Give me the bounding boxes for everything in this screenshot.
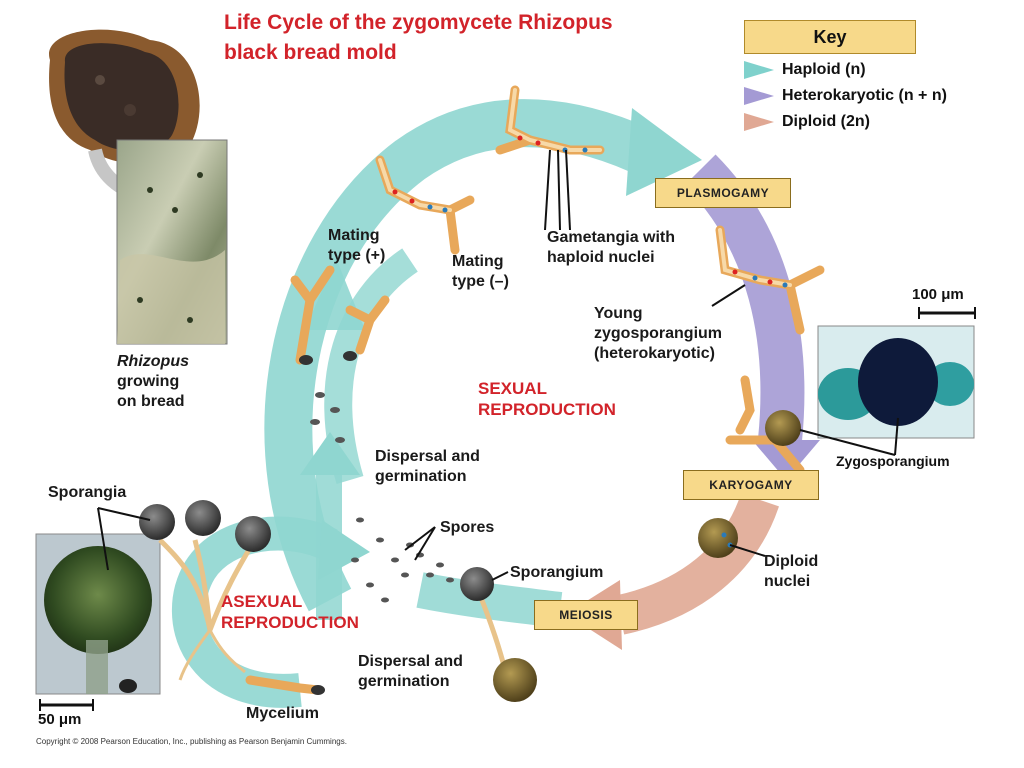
dispersal-top-2: germination	[375, 468, 467, 485]
plasmogamy-box: PLASMOGAMY	[655, 178, 791, 208]
key-label-haploid: Haploid (n)	[782, 61, 866, 78]
title-line-1: Life Cycle of the zygomycete Rhizopus	[224, 11, 613, 34]
scale-bottom-label: 50 μm	[38, 711, 82, 728]
asexual-loop-arrow	[171, 516, 338, 708]
key-legend: Haploid (n) Heterokaryotic (n + n) Diplo…	[744, 57, 947, 135]
mating-minus-2: type (–)	[452, 273, 509, 290]
sexual-2: REPRODUCTION	[478, 400, 616, 419]
mating-minus-label: Mating type (–)	[452, 252, 509, 292]
dispersal-bottom-2: germination	[358, 673, 450, 690]
diploid-arrow	[615, 493, 779, 635]
mating-plus-2: type (+)	[328, 247, 386, 264]
young-2: zygosporangium	[594, 325, 723, 342]
diploid-1: Diploid	[764, 553, 819, 570]
mycelium-label: Mycelium	[246, 705, 319, 722]
young-zygosporangium-label: Young zygosporangium (heterokaryotic)	[594, 304, 722, 364]
gametangia-label: Gametangia with haploid nuclei	[547, 228, 675, 268]
rhizopus-label-2: growing	[117, 373, 180, 390]
sporangium-label: Sporangium	[510, 564, 604, 581]
asexual-2: REPRODUCTION	[221, 613, 359, 632]
key-item-haploid: Haploid (n)	[744, 57, 947, 83]
spores-label: Spores	[440, 519, 495, 536]
haploid-arrowhead-top	[626, 108, 702, 196]
copyright-notice: Copyright © 2008 Pearson Education, Inc.…	[36, 737, 347, 746]
mating-minus-1: Mating	[452, 253, 504, 270]
diploid-2: nuclei	[764, 573, 811, 590]
zygosporangium-micrograph	[817, 325, 975, 439]
young-1: Young	[594, 305, 643, 322]
diploid-nuclei-label: Diploid nuclei	[764, 552, 818, 592]
mating-plus-label: Mating type (+)	[328, 226, 385, 266]
sporangia-cluster	[139, 500, 271, 681]
sporangium-micrograph	[35, 533, 161, 695]
haploid-cycle-arrow	[264, 99, 650, 612]
asexual-1: ASEXUAL	[221, 592, 303, 611]
sexual-reproduction-label: SEXUAL REPRODUCTION	[478, 378, 616, 420]
key-item-heterokaryotic: Heterokaryotic (n + n)	[744, 83, 947, 109]
karyogamy-box: KARYOGAMY	[683, 470, 819, 500]
key-label-heterokaryotic: Heterokaryotic (n + n)	[782, 87, 947, 104]
dispersal-top-1: Dispersal and	[375, 448, 480, 465]
rhizopus-label: Rhizopus growing on bread	[117, 352, 189, 412]
diploid-zygosporangium	[698, 518, 738, 558]
sporangia-label: Sporangia	[48, 484, 127, 501]
germinating-zygosporangium	[493, 658, 537, 702]
rhizopus-label-3: on bread	[117, 393, 185, 410]
mold-closeup-photo	[116, 139, 228, 345]
diagram-title: Life Cycle of the zygomycete Rhizopus bl…	[224, 8, 613, 68]
young-3: (heterokaryotic)	[594, 345, 715, 362]
asexual-reproduction-label: ASEXUAL REPRODUCTION	[221, 591, 359, 633]
mating-plus-1: Mating	[328, 227, 380, 244]
zygosporangium-label: Zygosporangium	[836, 453, 950, 469]
title-line-2: black bread mold	[224, 41, 397, 64]
diploid-arrow-icon	[744, 113, 774, 131]
dispersal-germination-bottom-label: Dispersal and germination	[358, 652, 463, 692]
gametangia-2: haploid nuclei	[547, 249, 655, 266]
dispersal-bottom-1: Dispersal and	[358, 653, 463, 670]
bread-photo	[49, 29, 200, 165]
key-heading: Key	[744, 20, 916, 54]
young-zygosporangium	[765, 410, 801, 446]
heterokaryotic-arrow-icon	[744, 87, 774, 105]
key-item-diploid: Diploid (2n)	[744, 109, 947, 135]
sexual-1: SEXUAL	[478, 379, 547, 398]
rhizopus-label-1: Rhizopus	[117, 353, 189, 370]
sporangium	[460, 567, 494, 601]
meiosis-box: MEIOSIS	[534, 600, 638, 630]
scale-top-label: 100 μm	[912, 286, 964, 303]
gametangia-1: Gametangia with	[547, 229, 676, 246]
spores-scatter	[310, 392, 454, 603]
key-label-diploid: Diploid (2n)	[782, 113, 870, 130]
haploid-arrow-icon	[744, 61, 774, 79]
dispersal-germination-top-label: Dispersal and germination	[375, 447, 480, 487]
